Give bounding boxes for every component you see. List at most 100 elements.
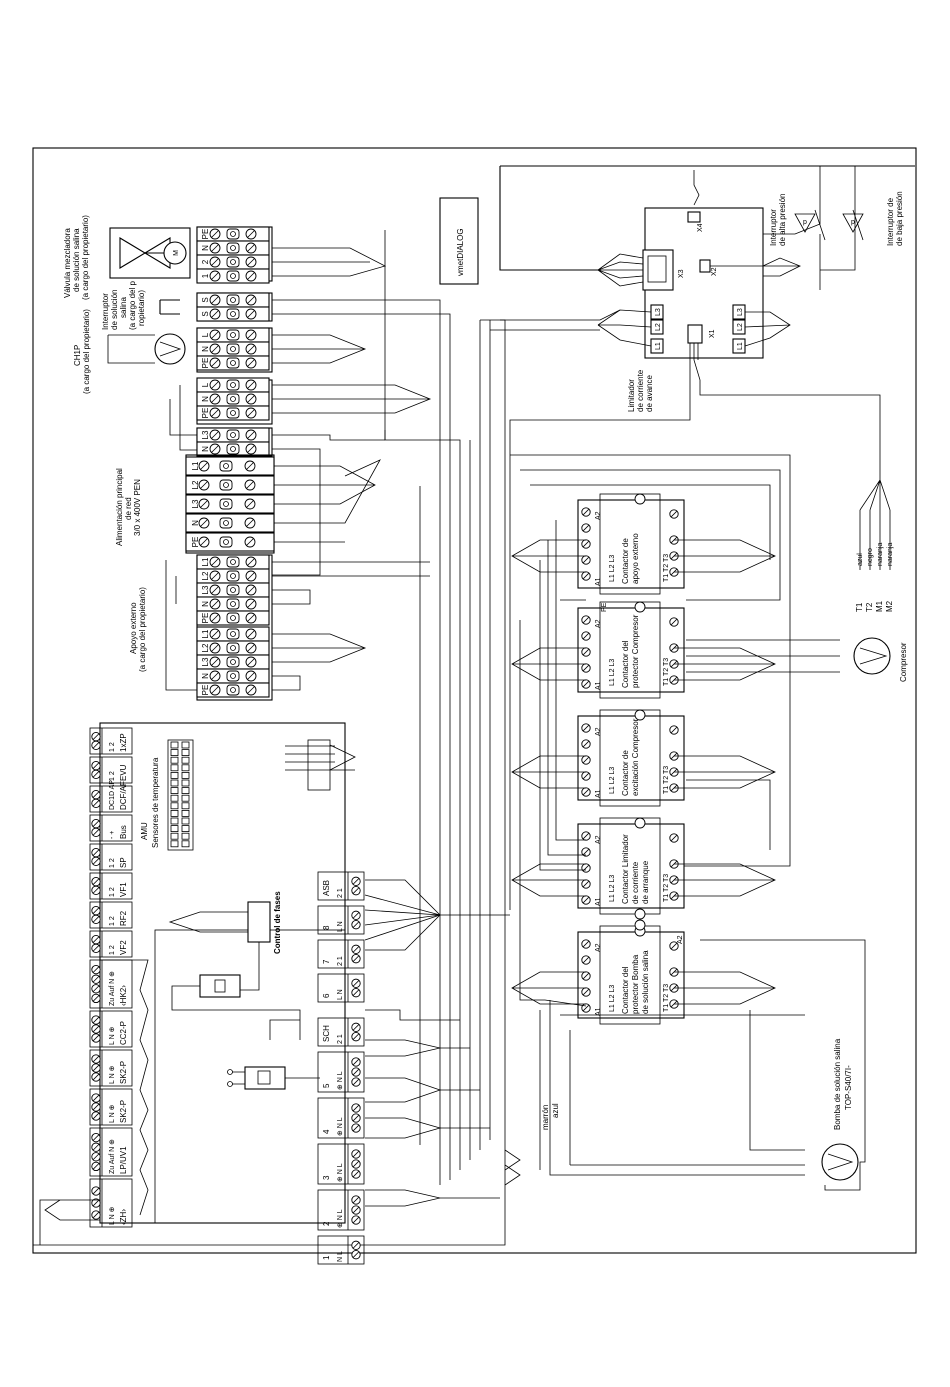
term-label: S bbox=[201, 297, 210, 302]
ch1p-pump-icon bbox=[107, 333, 186, 365]
pin-a2: A2 bbox=[595, 619, 602, 628]
contactor-label: Contactor del bbox=[621, 640, 630, 688]
brine-label-3: (a cargo del p bbox=[128, 281, 137, 330]
left-labels: Válvula mezcladora de solución salina (a… bbox=[63, 215, 147, 672]
wire-term-3: M2 bbox=[885, 600, 894, 612]
wire-color-3: naranja bbox=[887, 543, 894, 566]
brine-label-2: salina bbox=[119, 297, 128, 318]
mains-terminal-block: L1 L2 L3 N PE bbox=[185, 454, 275, 554]
contactor-label: Contactor de bbox=[621, 538, 630, 584]
brine-label-0: Interruptor bbox=[101, 293, 110, 330]
controller-output-0: ASB 2 1 bbox=[317, 871, 365, 901]
controller-terminal-12: Zu Auf N ⊕LP/UV1 bbox=[89, 1127, 133, 1177]
pins-line: L1 L2 L3 bbox=[609, 875, 616, 902]
output-number: 3 bbox=[322, 1175, 331, 1180]
output-number: SCH bbox=[322, 1025, 331, 1042]
vmetdialog-label: vmetDIALOG bbox=[456, 228, 465, 276]
x4-label: X4 bbox=[697, 223, 704, 232]
compressor-icon bbox=[853, 637, 891, 675]
valve-label-1: de solución salina bbox=[72, 228, 81, 292]
brine-switch-icon bbox=[159, 299, 180, 315]
pin-a1: A1 bbox=[595, 681, 602, 690]
output-number: 4 bbox=[322, 1129, 331, 1134]
outer-frame bbox=[32, 147, 917, 1254]
controller-pins: DC1D AP bbox=[109, 780, 116, 810]
controller-pins: L N ⊕ bbox=[109, 1105, 116, 1123]
conn-l1: L1 bbox=[655, 342, 662, 350]
svg-text:p: p bbox=[803, 219, 807, 226]
pin-a1: A1 bbox=[595, 1007, 602, 1016]
output-number: 7 bbox=[322, 959, 331, 964]
term-label: N bbox=[201, 446, 210, 452]
term-label: L bbox=[201, 382, 210, 387]
controller-name: DCF/AF bbox=[119, 781, 128, 810]
controller-output-6: 4 ⊕ N L bbox=[317, 1097, 365, 1139]
amu-sensors-label: Sensores de temperatura bbox=[151, 757, 160, 848]
controller-name: CC2-P bbox=[119, 1021, 128, 1045]
brine-pump: Bomba de solución salina TOP-S40/7I- mar… bbox=[539, 939, 866, 1191]
term-label: L3 bbox=[201, 585, 210, 594]
controller-output-8: 2⊕ N L bbox=[317, 1189, 365, 1231]
output-number: 1 bbox=[322, 1255, 331, 1260]
output-pins: L N bbox=[337, 921, 344, 932]
output-pins: ⊕ N L bbox=[337, 1117, 344, 1136]
pump-icon bbox=[821, 1143, 859, 1181]
controller-terminal-10: L N ⊕SK2-P bbox=[89, 1049, 133, 1087]
contactor-label: Contactor Limitador bbox=[621, 834, 630, 904]
term-label: L1 bbox=[201, 557, 210, 566]
high-pressure-label-0: Interruptor bbox=[769, 209, 778, 246]
wires-top bbox=[33, 230, 621, 1246]
limiter-label-1: de corriente bbox=[636, 369, 645, 412]
term-label: L3 bbox=[201, 657, 210, 666]
limiter-label-2: de avance bbox=[645, 375, 654, 412]
ext-label-0: Apoyo externo bbox=[129, 602, 138, 654]
term-label: N bbox=[201, 346, 210, 352]
conn-l3-r: L3 bbox=[737, 308, 744, 316]
output-pins: 2 1 bbox=[337, 888, 344, 898]
x1-label: X1 bbox=[709, 329, 716, 338]
term-label: PE bbox=[201, 685, 210, 696]
controller-name: VF2 bbox=[119, 940, 128, 955]
controller-name: VF1 bbox=[119, 882, 128, 897]
output-pins: ⊕ N L bbox=[337, 1071, 344, 1090]
mains-label-0: Alimentación principal bbox=[115, 468, 124, 546]
contactor-label: excitación Compresor bbox=[631, 718, 640, 796]
pump-label-1: TOP-S40/7I- bbox=[844, 1065, 853, 1110]
conn-l3: L3 bbox=[655, 308, 662, 316]
pins-load: T1 T2 T3 bbox=[663, 984, 670, 1012]
amu-label: AMU bbox=[140, 822, 149, 840]
output-number: 6 bbox=[322, 993, 331, 998]
controller-pins: 1 2 bbox=[109, 887, 116, 897]
pump-label-0: Bomba de solución salina bbox=[833, 1038, 842, 1130]
mixing-valve-icon: M bbox=[109, 227, 191, 279]
pin-a1: A1 bbox=[595, 897, 602, 906]
controller-pins: - + bbox=[109, 831, 116, 839]
conn-l2: L2 bbox=[655, 323, 662, 331]
svg-text:p: p bbox=[851, 219, 855, 226]
pump-wire-1: azul bbox=[551, 1103, 560, 1118]
contactor-label: Contactor de bbox=[621, 750, 630, 796]
output-number: ASB bbox=[322, 880, 331, 896]
term-label: L3 bbox=[201, 430, 210, 439]
pins-load: T1 T2 T3 bbox=[663, 658, 670, 686]
output-pins: L N bbox=[337, 989, 344, 1000]
controller-name: LP/UV1 bbox=[119, 1146, 128, 1174]
wire-term-0: T1 bbox=[855, 602, 864, 612]
contactor-label: protector Bomba bbox=[631, 954, 640, 1014]
controller-name: ‹ZH› bbox=[119, 1209, 128, 1225]
controller-name: SP bbox=[119, 857, 128, 868]
controller-pins: 1 2 bbox=[109, 742, 116, 752]
output-pins: ⊕ N L bbox=[337, 1209, 344, 1228]
controller-terminal-9: L N ⊕CC2-P bbox=[89, 1010, 133, 1048]
contactor-label: protector Compresor bbox=[631, 614, 640, 688]
controller-pins: L N ⊕ bbox=[109, 1027, 116, 1045]
term-label: L bbox=[201, 332, 210, 337]
brine-label-4: ropietario) bbox=[137, 290, 146, 326]
